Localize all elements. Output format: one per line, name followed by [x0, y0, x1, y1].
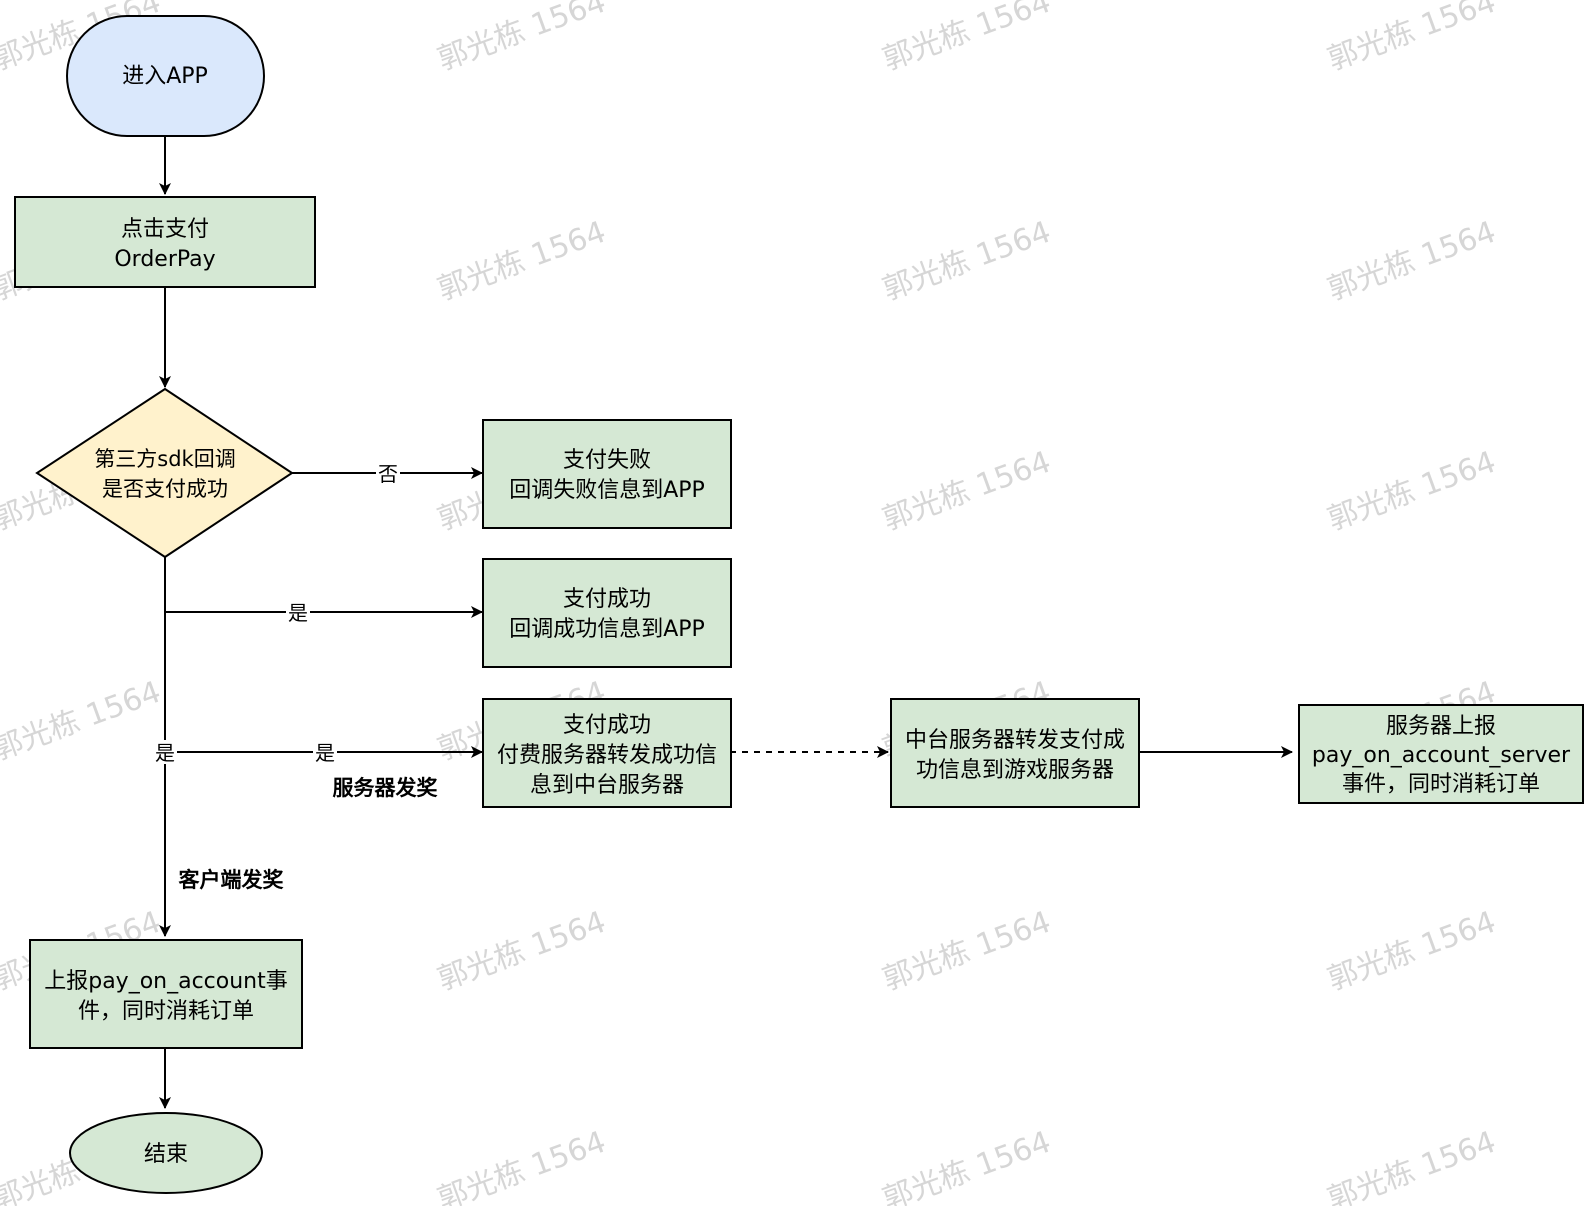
server-report-label-3: 事件，同时消耗订单: [1342, 772, 1540, 797]
pay-fail-label-1: 支付失败: [563, 448, 651, 473]
watermark-text: 郭光栋 1564: [878, 0, 1055, 78]
middle-server-label-2: 功信息到游戏服务器: [916, 758, 1114, 783]
edge-label-yes-server: 是: [315, 741, 335, 765]
pay-fail-label-2: 回调失败信息到APP: [509, 478, 705, 503]
click-pay-label-2: OrderPay: [114, 247, 215, 272]
end-node: 结束: [69, 1112, 263, 1194]
pay-success-label-1: 支付成功: [563, 587, 651, 612]
edge-label-yes-vertical: 是: [155, 741, 175, 765]
watermark-text: 郭光栋 1564: [433, 1125, 610, 1206]
edge-labels: 否 是 是 是 服务器发奖 客户端发奖: [153, 461, 438, 892]
watermark-text: 郭光栋 1564: [1323, 1125, 1500, 1206]
watermark-text: 郭光栋 1564: [878, 445, 1055, 538]
watermark-text: 郭光栋 1564: [0, 675, 165, 768]
watermark-text: 郭光栋 1564: [1323, 905, 1500, 998]
edge-label-client-reward: 客户端发奖: [179, 868, 285, 892]
edge-label-yes-top: 是: [288, 601, 308, 625]
start-node: 进入APP: [66, 15, 265, 137]
pay-server-label-3: 息到中台服务器: [530, 773, 684, 798]
middle-server-label-1: 中台服务器转发支付成: [905, 728, 1125, 753]
server-report-label-2: pay_on_account_server: [1312, 743, 1571, 768]
pay-server-label-2: 付费服务器转发成功信: [497, 743, 717, 768]
click-pay-node: 点击支付 OrderPay: [14, 196, 316, 288]
client-report-node: 上报pay_on_account事 件，同时消耗订单: [29, 939, 303, 1049]
click-pay-label-1: 点击支付: [121, 217, 209, 242]
pay-success-label-2: 回调成功信息到APP: [509, 617, 705, 642]
pay-server-label-1: 支付成功: [563, 713, 651, 738]
watermark-text: 郭光栋 1564: [1323, 445, 1500, 538]
watermark-text: 郭光栋 1564: [878, 1125, 1055, 1206]
pay-server-node: 支付成功 付费服务器转发成功信 息到中台服务器: [482, 698, 732, 808]
server-report-node: 服务器上报 pay_on_account_server 事件，同时消耗订单: [1298, 704, 1584, 804]
decision-label-2: 是否支付成功: [102, 477, 228, 501]
watermark-text: 郭光栋 1564: [433, 905, 610, 998]
client-report-label-2: 件，同时消耗订单: [78, 999, 254, 1024]
pay-fail-node: 支付失败 回调失败信息到APP: [482, 419, 732, 529]
watermark-text: 郭光栋 1564: [1323, 215, 1500, 308]
edge-label-no: 否: [378, 462, 398, 486]
watermark-text: 郭光栋 1564: [433, 0, 610, 78]
decision-label-1: 第三方sdk回调: [94, 447, 235, 471]
watermark-text: 郭光栋 1564: [433, 215, 610, 308]
server-report-label-1: 服务器上报: [1386, 714, 1496, 739]
edge-label-server-reward: 服务器发奖: [333, 776, 439, 800]
watermark-text: 郭光栋 1564: [878, 215, 1055, 308]
decision-node: 第三方sdk回调 是否支付成功: [35, 387, 294, 559]
client-report-label-1: 上报pay_on_account事: [44, 969, 288, 994]
middle-server-node: 中台服务器转发支付成 功信息到游戏服务器: [890, 698, 1140, 808]
end-label: 结束: [144, 1142, 188, 1167]
watermark-text: 郭光栋 1564: [878, 905, 1055, 998]
watermark-text: 郭光栋 1564: [1323, 0, 1500, 78]
pay-success-node: 支付成功 回调成功信息到APP: [482, 558, 732, 668]
start-label: 进入APP: [122, 64, 208, 89]
